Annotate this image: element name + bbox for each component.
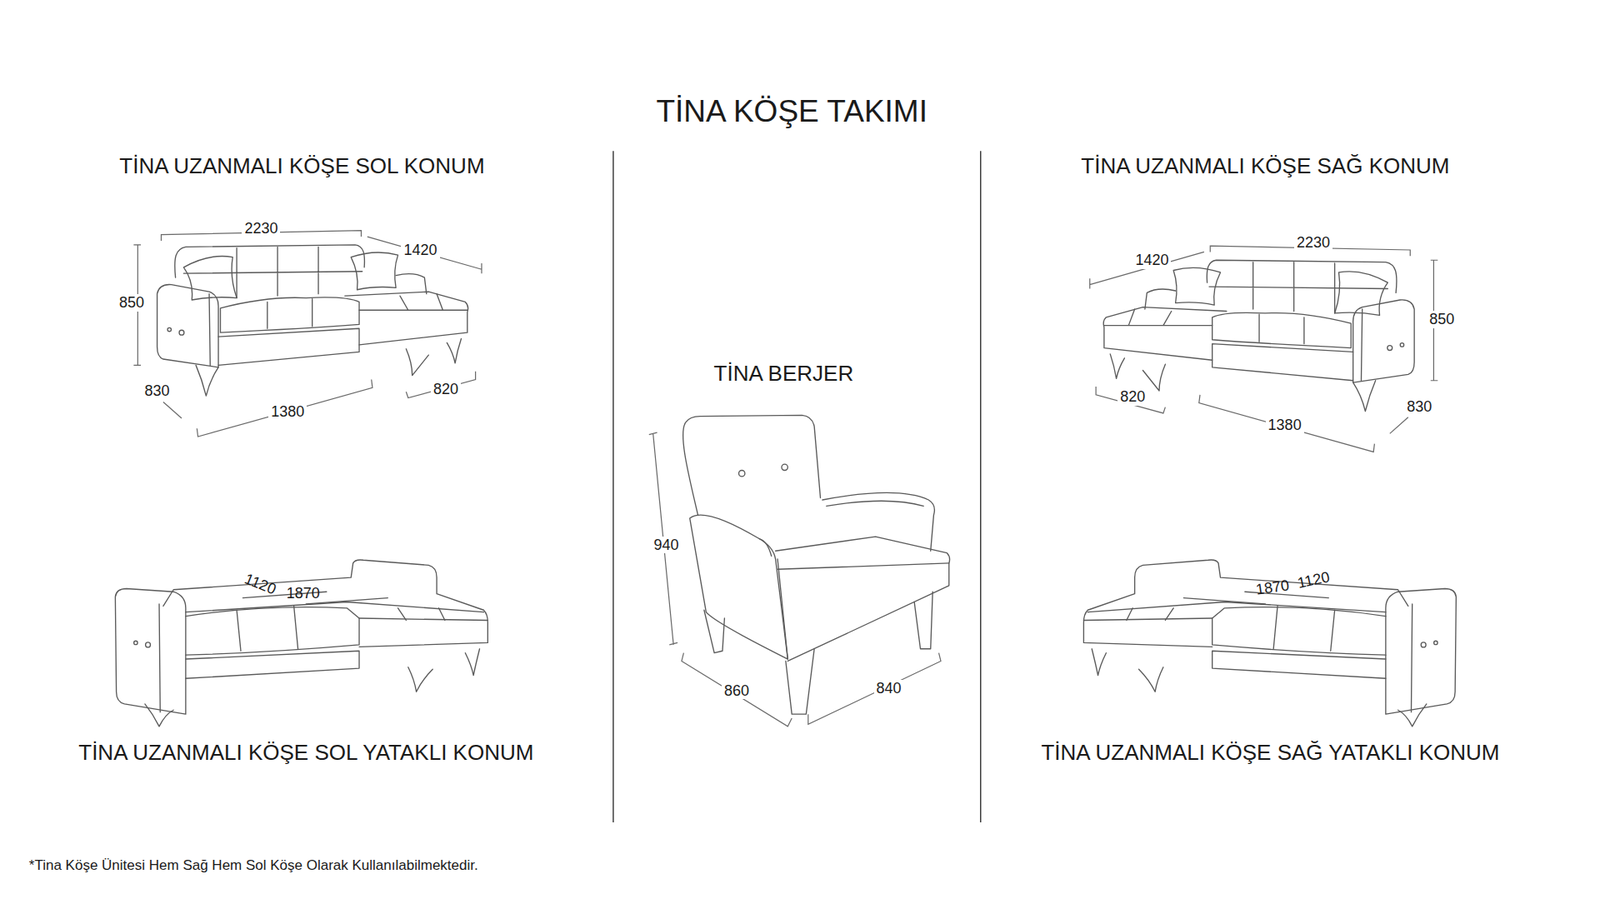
dimension-label: 850	[1426, 310, 1457, 329]
dimension-label: 820	[1117, 388, 1148, 406]
dimension-label: 940	[651, 536, 682, 555]
dimension-label: 820	[430, 380, 461, 399]
dimension-label: 830	[1404, 398, 1435, 416]
dimension-label: 1380	[1265, 416, 1305, 435]
dimension-label: 840	[874, 680, 905, 698]
footnote: *Tina Köşe Ünitesi Hem Sağ Hem Sol Köşe …	[26, 857, 481, 875]
dimension-label: 1380	[268, 403, 307, 421]
section-heading: TİNA UZANMALI KÖŞE SOL KONUM	[116, 154, 487, 180]
dimension-label: 1120	[240, 570, 281, 600]
section-heading: TİNA UZANMALI KÖŞE SOL YATAKLI KONUM	[75, 740, 536, 766]
sheet-title: TİNA KÖŞE TAKIMI	[653, 94, 930, 130]
section-heading: TİNA UZANMALI KÖŞE SAĞ KONUM	[1078, 154, 1452, 180]
dimension-label: 1870	[1252, 576, 1293, 600]
section-heading: TİNA BERJER	[711, 361, 857, 387]
dimension-label: 1420	[400, 241, 440, 260]
dimension-label: 2230	[1294, 234, 1333, 252]
dimension-label: 1120	[1293, 568, 1334, 594]
dimension-label: 860	[721, 682, 752, 700]
section-heading: TİNA UZANMALI KÖŞE SAĞ YATAKLI KONUM	[1038, 740, 1502, 766]
dimension-label: 1420	[1132, 251, 1171, 270]
dimension-label: 830	[142, 382, 173, 400]
dimension-label: 1870	[284, 585, 323, 603]
dimension-label: 2230	[241, 220, 280, 238]
dimension-label: 850	[116, 294, 147, 312]
